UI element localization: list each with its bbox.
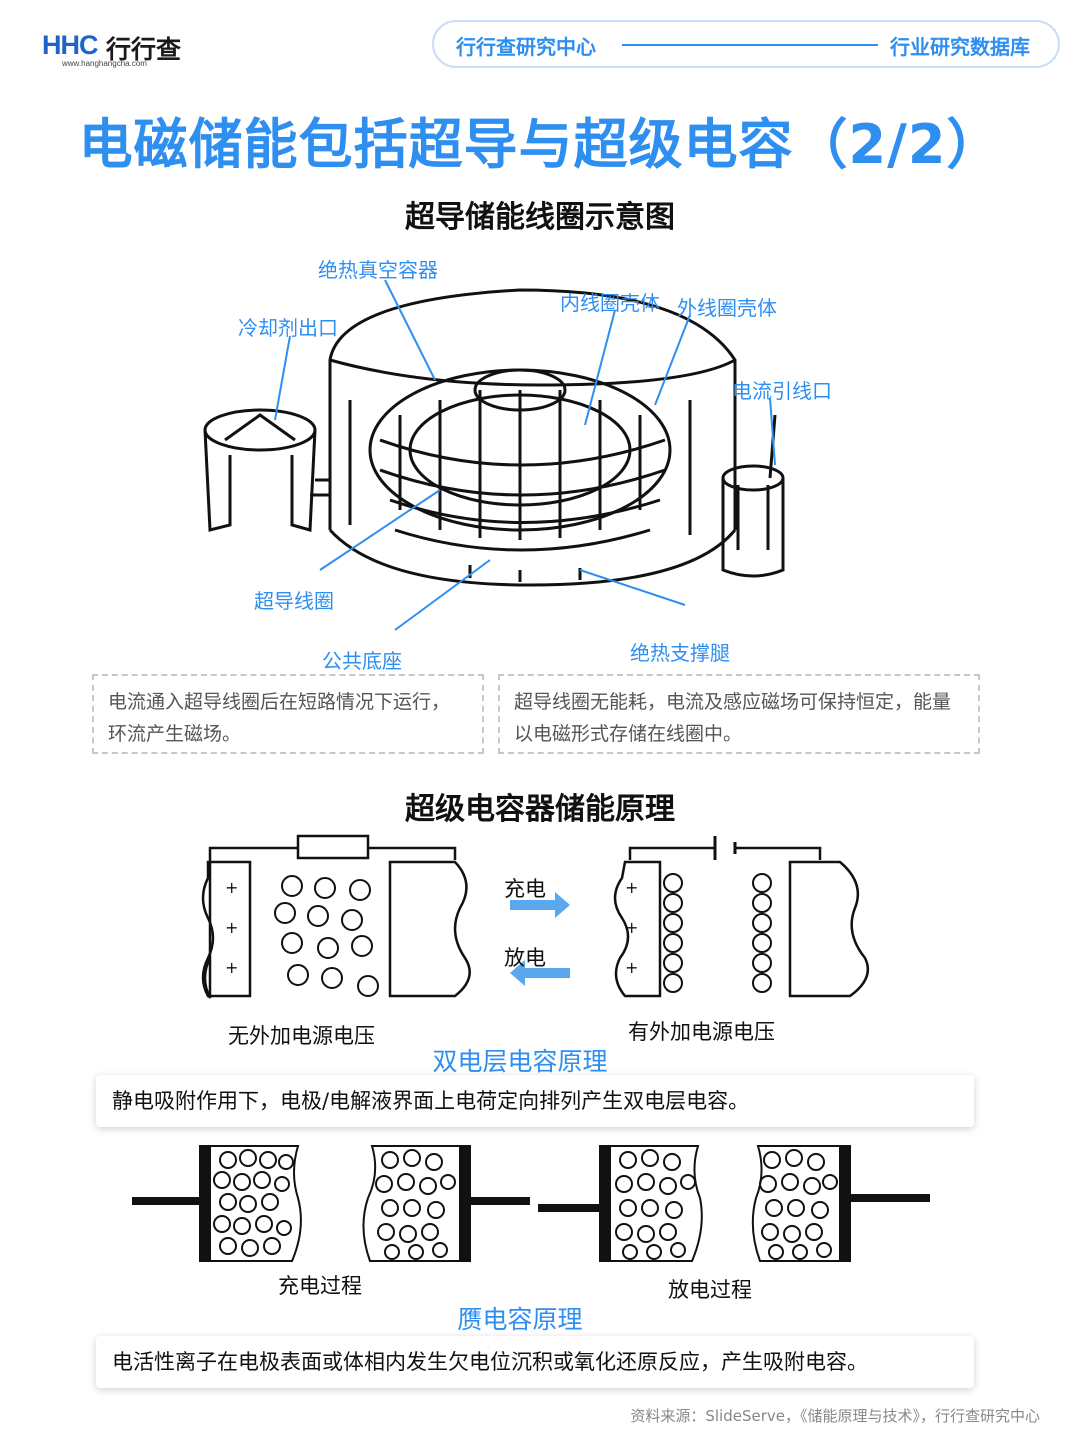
badge-right: 行业研究数据库	[890, 35, 1030, 59]
logo-mark: HHC	[42, 30, 98, 60]
pseudo-title: 赝电容原理	[457, 1305, 583, 1334]
smes-diagram	[203, 279, 785, 631]
edl-diagram: + + + + + +	[201, 834, 870, 999]
caption-charge-process: 充电过程	[278, 1274, 362, 1298]
logo-text: 行行查	[106, 35, 182, 64]
note-right: 超导线圈无能耗，电流及感应磁场可保持恒定，能量以电磁形式存储在线圈中。	[498, 674, 980, 754]
header-badge	[432, 20, 1060, 68]
svg-text:+: +	[225, 918, 238, 937]
edl-description: 静电吸附作用下，电极/电解液界面上电荷定向排列产生双电层电容。	[96, 1075, 974, 1127]
pseudo-description: 电活性离子在电极表面或体相内发生欠电位沉积或氧化还原反应，产生吸附电容。	[96, 1336, 974, 1388]
badge-divider	[622, 44, 878, 46]
logo-url: www.hanghangcha.com	[62, 59, 147, 68]
svg-text:+: +	[225, 878, 238, 897]
note-left: 电流通入超导线圈后在短路情况下运行，环流产生磁场。	[92, 674, 484, 754]
label-current-lead: 电流引线口	[732, 379, 832, 403]
badge-left: 行行查研究中心	[456, 35, 596, 59]
smes-heading: 超导储能线圈示意图	[405, 200, 675, 235]
label-coolant-outlet: 冷却剂出口	[238, 316, 338, 340]
label-charge: 充电	[504, 877, 546, 901]
label-support-legs: 绝热支撑腿	[630, 641, 730, 665]
svg-text:+: +	[625, 918, 638, 937]
supercap-heading: 超级电容器储能原理	[405, 792, 675, 827]
caption-discharge-process: 放电过程	[668, 1278, 752, 1302]
svg-text:+: +	[625, 878, 638, 897]
caption-with-voltage: 有外加电源电压	[628, 1020, 775, 1044]
label-vacuum-vessel: 绝热真空容器	[318, 258, 438, 282]
page-title: 电磁储能包括超导与超级电容（2/2）	[78, 113, 1002, 176]
label-inner-shell: 内线圈壳体	[560, 291, 660, 315]
svg-text:+: +	[225, 958, 238, 977]
edl-title: 双电层电容原理	[432, 1047, 608, 1076]
label-discharge: 放电	[504, 946, 546, 970]
label-sc-coil: 超导线圈	[254, 589, 334, 613]
label-outer-shell: 外线圈壳体	[677, 296, 777, 320]
svg-text:+: +	[625, 958, 638, 977]
pseudo-diagram	[132, 1145, 930, 1262]
label-common-base: 公共底座	[322, 649, 402, 673]
source-note: 资料来源：SlideServe，《储能原理与技术》，行行查研究中心	[630, 1407, 1040, 1425]
caption-no-voltage: 无外加电源电压	[228, 1024, 375, 1048]
